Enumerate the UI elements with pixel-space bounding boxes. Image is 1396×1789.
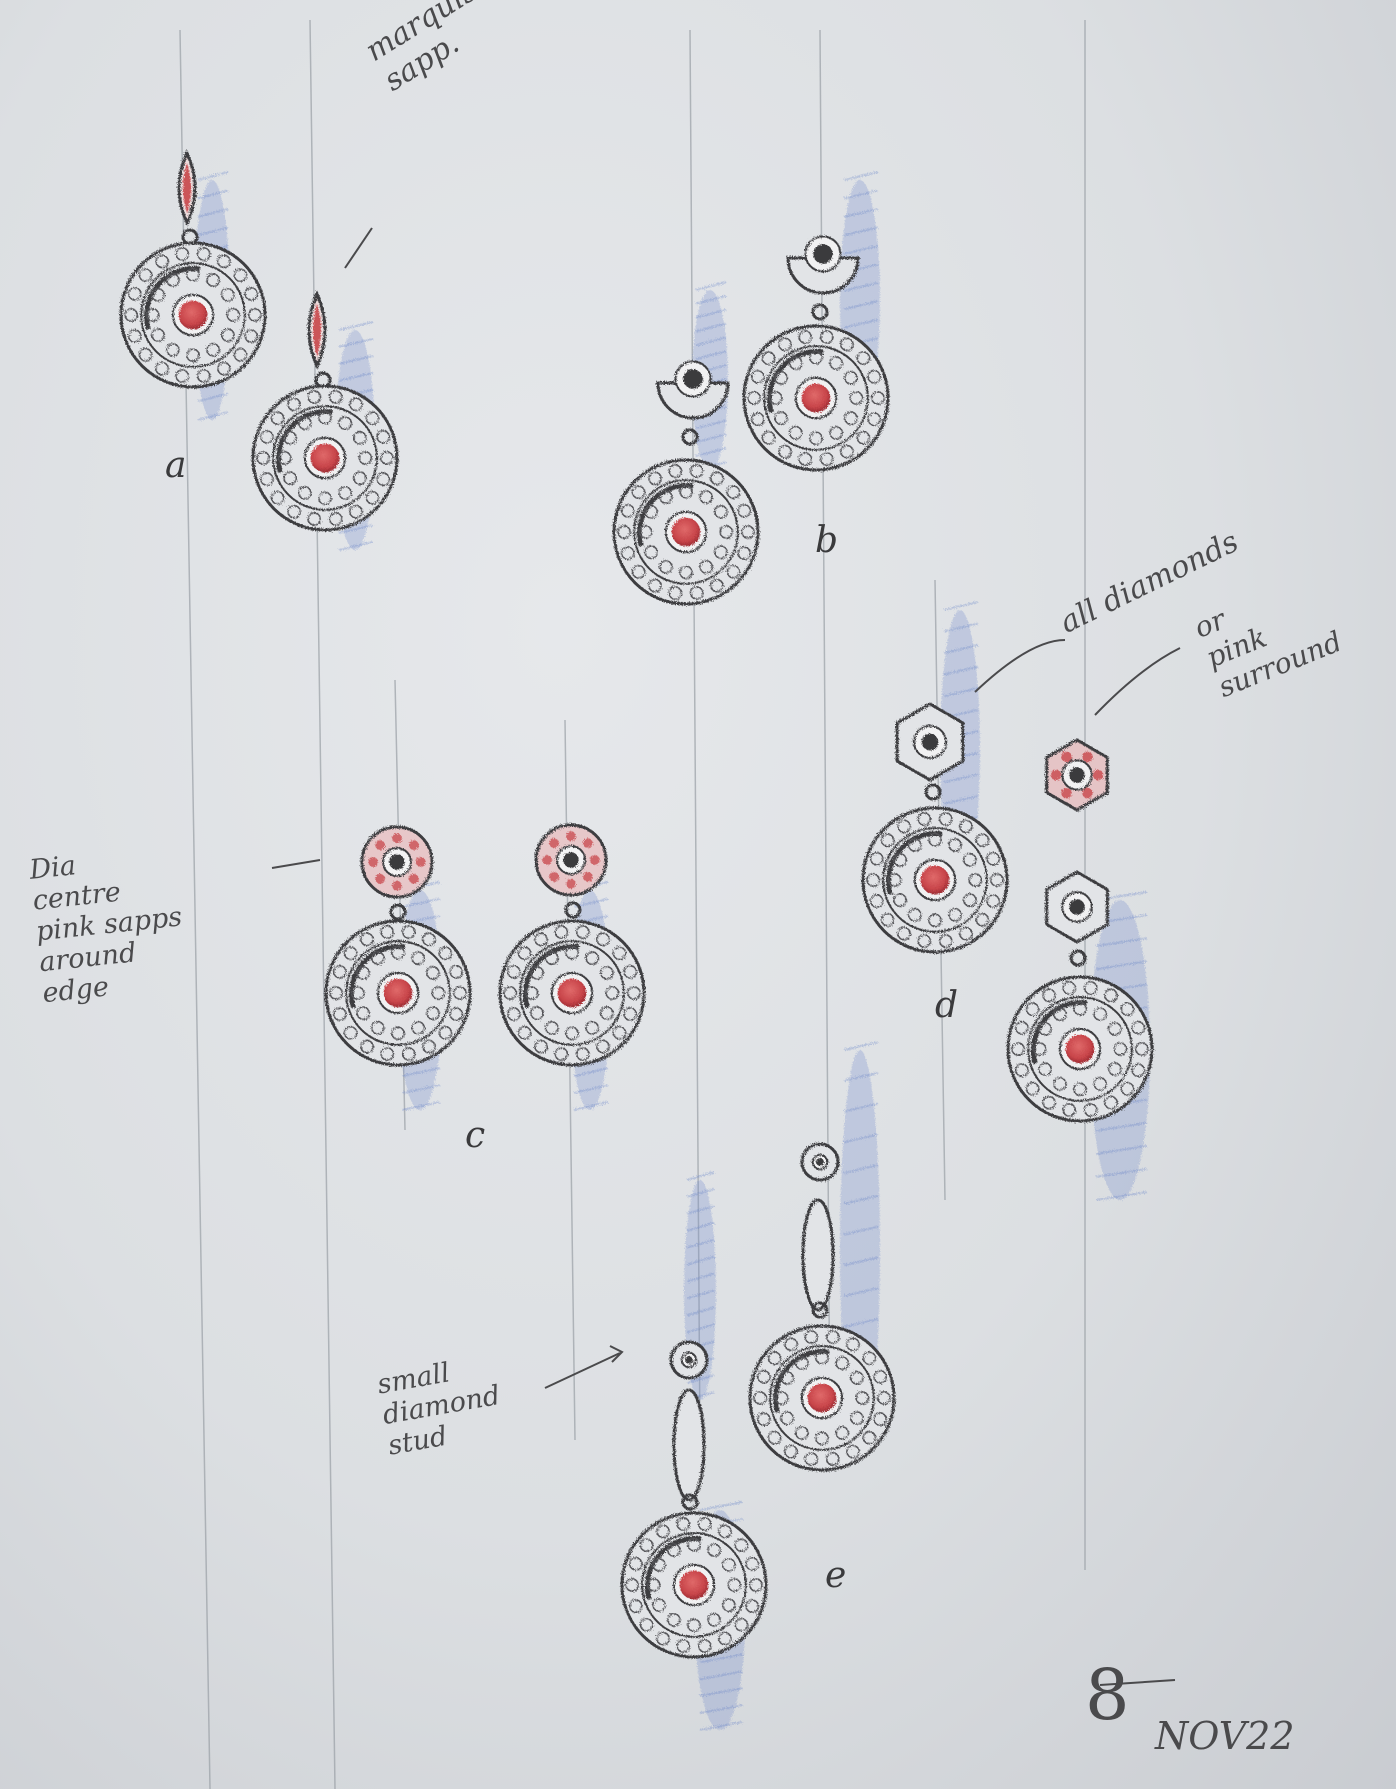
hexagon-stud-top xyxy=(1045,870,1109,944)
design-label-e: e xyxy=(825,1555,847,1596)
stud-top xyxy=(669,1340,709,1380)
leader-line xyxy=(1094,647,1181,716)
jump-ring xyxy=(1069,949,1087,967)
pave-disc xyxy=(742,324,890,472)
design-label-b: b xyxy=(815,520,839,561)
stud-top xyxy=(534,823,608,897)
oval-link xyxy=(801,1198,835,1312)
pave-disc xyxy=(748,1324,896,1472)
marquise-pink-sapphire xyxy=(177,149,197,227)
stud-top xyxy=(800,1142,840,1182)
leader-line xyxy=(974,639,1066,693)
pave-disc xyxy=(324,919,472,1067)
pave-disc xyxy=(498,919,646,1067)
design-label-c: c xyxy=(465,1115,486,1156)
arrow-head xyxy=(609,1345,624,1363)
guide-line xyxy=(309,19,336,1789)
pave-disc xyxy=(612,458,760,606)
fan-stud-top xyxy=(786,235,860,295)
stud-top xyxy=(360,825,434,899)
design-label-a: a xyxy=(165,445,187,486)
jump-ring xyxy=(681,1493,699,1511)
jump-ring xyxy=(811,303,829,321)
jump-ring xyxy=(924,783,942,801)
oval-link xyxy=(672,1388,706,1502)
hexagon-stud-top xyxy=(895,702,965,782)
jump-ring xyxy=(564,901,582,919)
leader-line xyxy=(544,1352,621,1389)
jump-ring xyxy=(389,903,407,921)
jump-ring xyxy=(811,1301,829,1319)
pave-disc xyxy=(251,384,399,532)
pave-disc xyxy=(861,806,1009,954)
hexagon-stud-top xyxy=(1045,738,1109,812)
leader-line xyxy=(1099,1679,1176,1686)
design-label-d: d xyxy=(935,985,959,1026)
pave-disc xyxy=(119,241,267,389)
pave-disc xyxy=(620,1511,768,1659)
earring-drawings xyxy=(119,149,1154,1659)
pave-disc xyxy=(1006,975,1154,1123)
jump-ring xyxy=(681,428,699,446)
annotation-leader-lines xyxy=(271,227,1181,1686)
marquise-pink-sapphire xyxy=(307,290,327,370)
fan-stud-top xyxy=(656,360,730,420)
leader-line xyxy=(344,227,373,269)
leader-line xyxy=(271,859,321,869)
